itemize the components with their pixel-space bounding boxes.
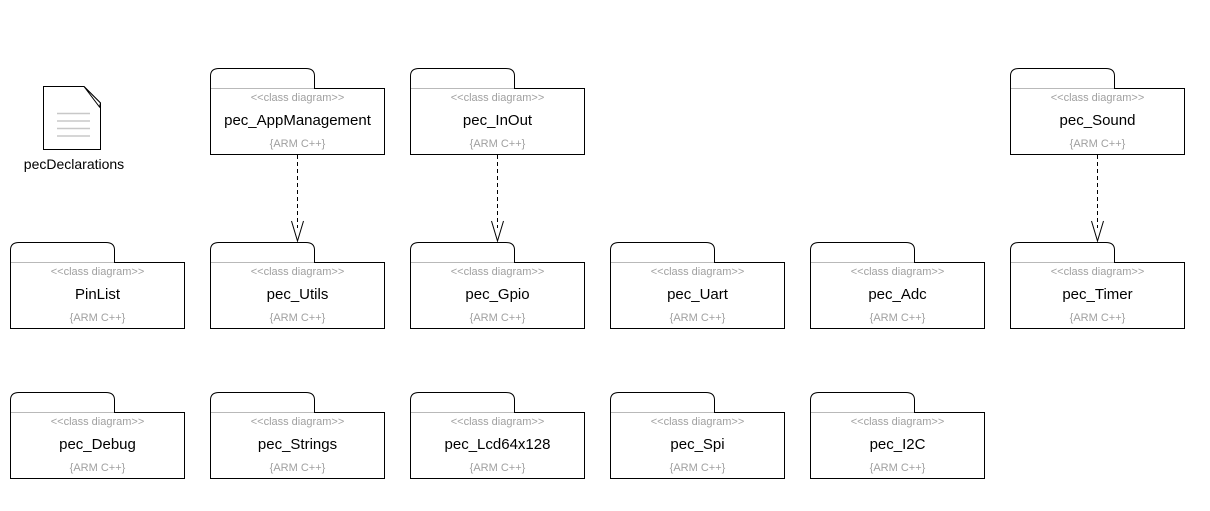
package-folder-shape [10,242,185,329]
package-stereotype: <<class diagram>> [250,416,345,428]
package-folder-shape [610,242,785,329]
package-folder-shape [210,242,385,329]
package-name: pec_I2C [869,436,926,453]
package-name: pec_Debug [59,436,136,453]
package-folder-shape [1010,68,1185,155]
artifact-label: pecDeclarations [23,156,125,172]
package-folder-shape [610,392,785,479]
package-pec-strings[interactable]: <<class diagram>> pec_Strings {ARM C++} [210,391,385,479]
package-tagged-value: {ARM C++} [669,462,726,474]
package-tagged-value: {ARM C++} [1069,138,1126,150]
package-name: pec_Lcd64x128 [444,436,551,453]
package-stereotype: <<class diagram>> [650,266,745,278]
package-folder-shape [410,68,585,155]
package-folder-shape [810,392,985,479]
package-name: pec_Uart [667,286,728,303]
package-stereotype: <<class diagram>> [1050,92,1145,104]
package-tagged-value: {ARM C++} [1069,312,1126,324]
package-name: pec_Spi [670,436,725,453]
package-pec-lcd64x128[interactable]: <<class diagram>> pec_Lcd64x128 {ARM C++… [410,391,585,479]
package-stereotype: <<class diagram>> [450,92,545,104]
package-pec-inout[interactable]: <<class diagram>> pec_InOut {ARM C++} [410,67,585,155]
package-tagged-value: {ARM C++} [869,462,926,474]
package-pec-debug[interactable]: <<class diagram>> pec_Debug {ARM C++} [10,391,185,479]
package-folder-shape [1010,242,1185,329]
package-pec-timer[interactable]: <<class diagram>> pec_Timer {ARM C++} [1010,241,1185,329]
package-folder-shape [210,392,385,479]
package-pec-uart[interactable]: <<class diagram>> pec_Uart {ARM C++} [610,241,785,329]
artifact-pecdeclarations[interactable]: pecDeclarations [8,86,140,180]
package-pec-adc[interactable]: <<class diagram>> pec_Adc {ARM C++} [810,241,985,329]
package-pec-sound[interactable]: <<class diagram>> pec_Sound {ARM C++} [1010,67,1185,155]
package-stereotype: <<class diagram>> [250,266,345,278]
package-pec-utils[interactable]: <<class diagram>> pec_Utils {ARM C++} [210,241,385,329]
package-tagged-value: {ARM C++} [469,312,526,324]
package-name: pec_InOut [462,112,533,129]
package-tagged-value: {ARM C++} [469,138,526,150]
package-name: pec_Gpio [465,286,530,303]
dependency-arrow-pec-inout-to-pec-gpio[interactable] [491,155,504,243]
package-folder-shape [410,242,585,329]
package-stereotype: <<class diagram>> [850,416,945,428]
package-pec-appmanagement[interactable]: <<class diagram>> pec_AppManagement {ARM… [210,67,385,155]
package-tagged-value: {ARM C++} [469,462,526,474]
package-stereotype: <<class diagram>> [1050,266,1145,278]
package-stereotype: <<class diagram>> [650,416,745,428]
package-name: pec_AppManagement [224,112,371,129]
package-name: pec_Adc [868,286,927,303]
package-pec-i2c[interactable]: <<class diagram>> pec_I2C {ARM C++} [810,391,985,479]
package-stereotype: <<class diagram>> [850,266,945,278]
package-name: pec_Sound [1059,112,1136,129]
dependency-arrow-pec-appmanagement-to-pec-utils[interactable] [291,155,304,243]
package-name: pec_Timer [1062,286,1133,303]
package-folder-shape [210,68,385,155]
package-stereotype: <<class diagram>> [250,92,345,104]
document-icon [43,86,101,150]
package-pinlist[interactable]: <<class diagram>> PinList {ARM C++} [10,241,185,329]
package-tagged-value: {ARM C++} [269,138,326,150]
package-tagged-value: {ARM C++} [69,462,126,474]
package-folder-shape [810,242,985,329]
package-stereotype: <<class diagram>> [50,266,145,278]
package-pec-spi[interactable]: <<class diagram>> pec_Spi {ARM C++} [610,391,785,479]
package-tagged-value: {ARM C++} [269,462,326,474]
package-name: pec_Strings [257,436,338,453]
dependency-arrow-pec-sound-to-pec-timer[interactable] [1091,155,1104,243]
package-tagged-value: {ARM C++} [669,312,726,324]
package-stereotype: <<class diagram>> [450,416,545,428]
package-tagged-value: {ARM C++} [69,312,126,324]
package-name: pec_Utils [266,286,329,303]
package-stereotype: <<class diagram>> [450,266,545,278]
package-folder-shape [10,392,185,479]
package-pec-gpio[interactable]: <<class diagram>> pec_Gpio {ARM C++} [410,241,585,329]
package-folder-shape [410,392,585,479]
package-tagged-value: {ARM C++} [869,312,926,324]
package-tagged-value: {ARM C++} [269,312,326,324]
package-name: PinList [74,286,121,303]
package-stereotype: <<class diagram>> [50,416,145,428]
